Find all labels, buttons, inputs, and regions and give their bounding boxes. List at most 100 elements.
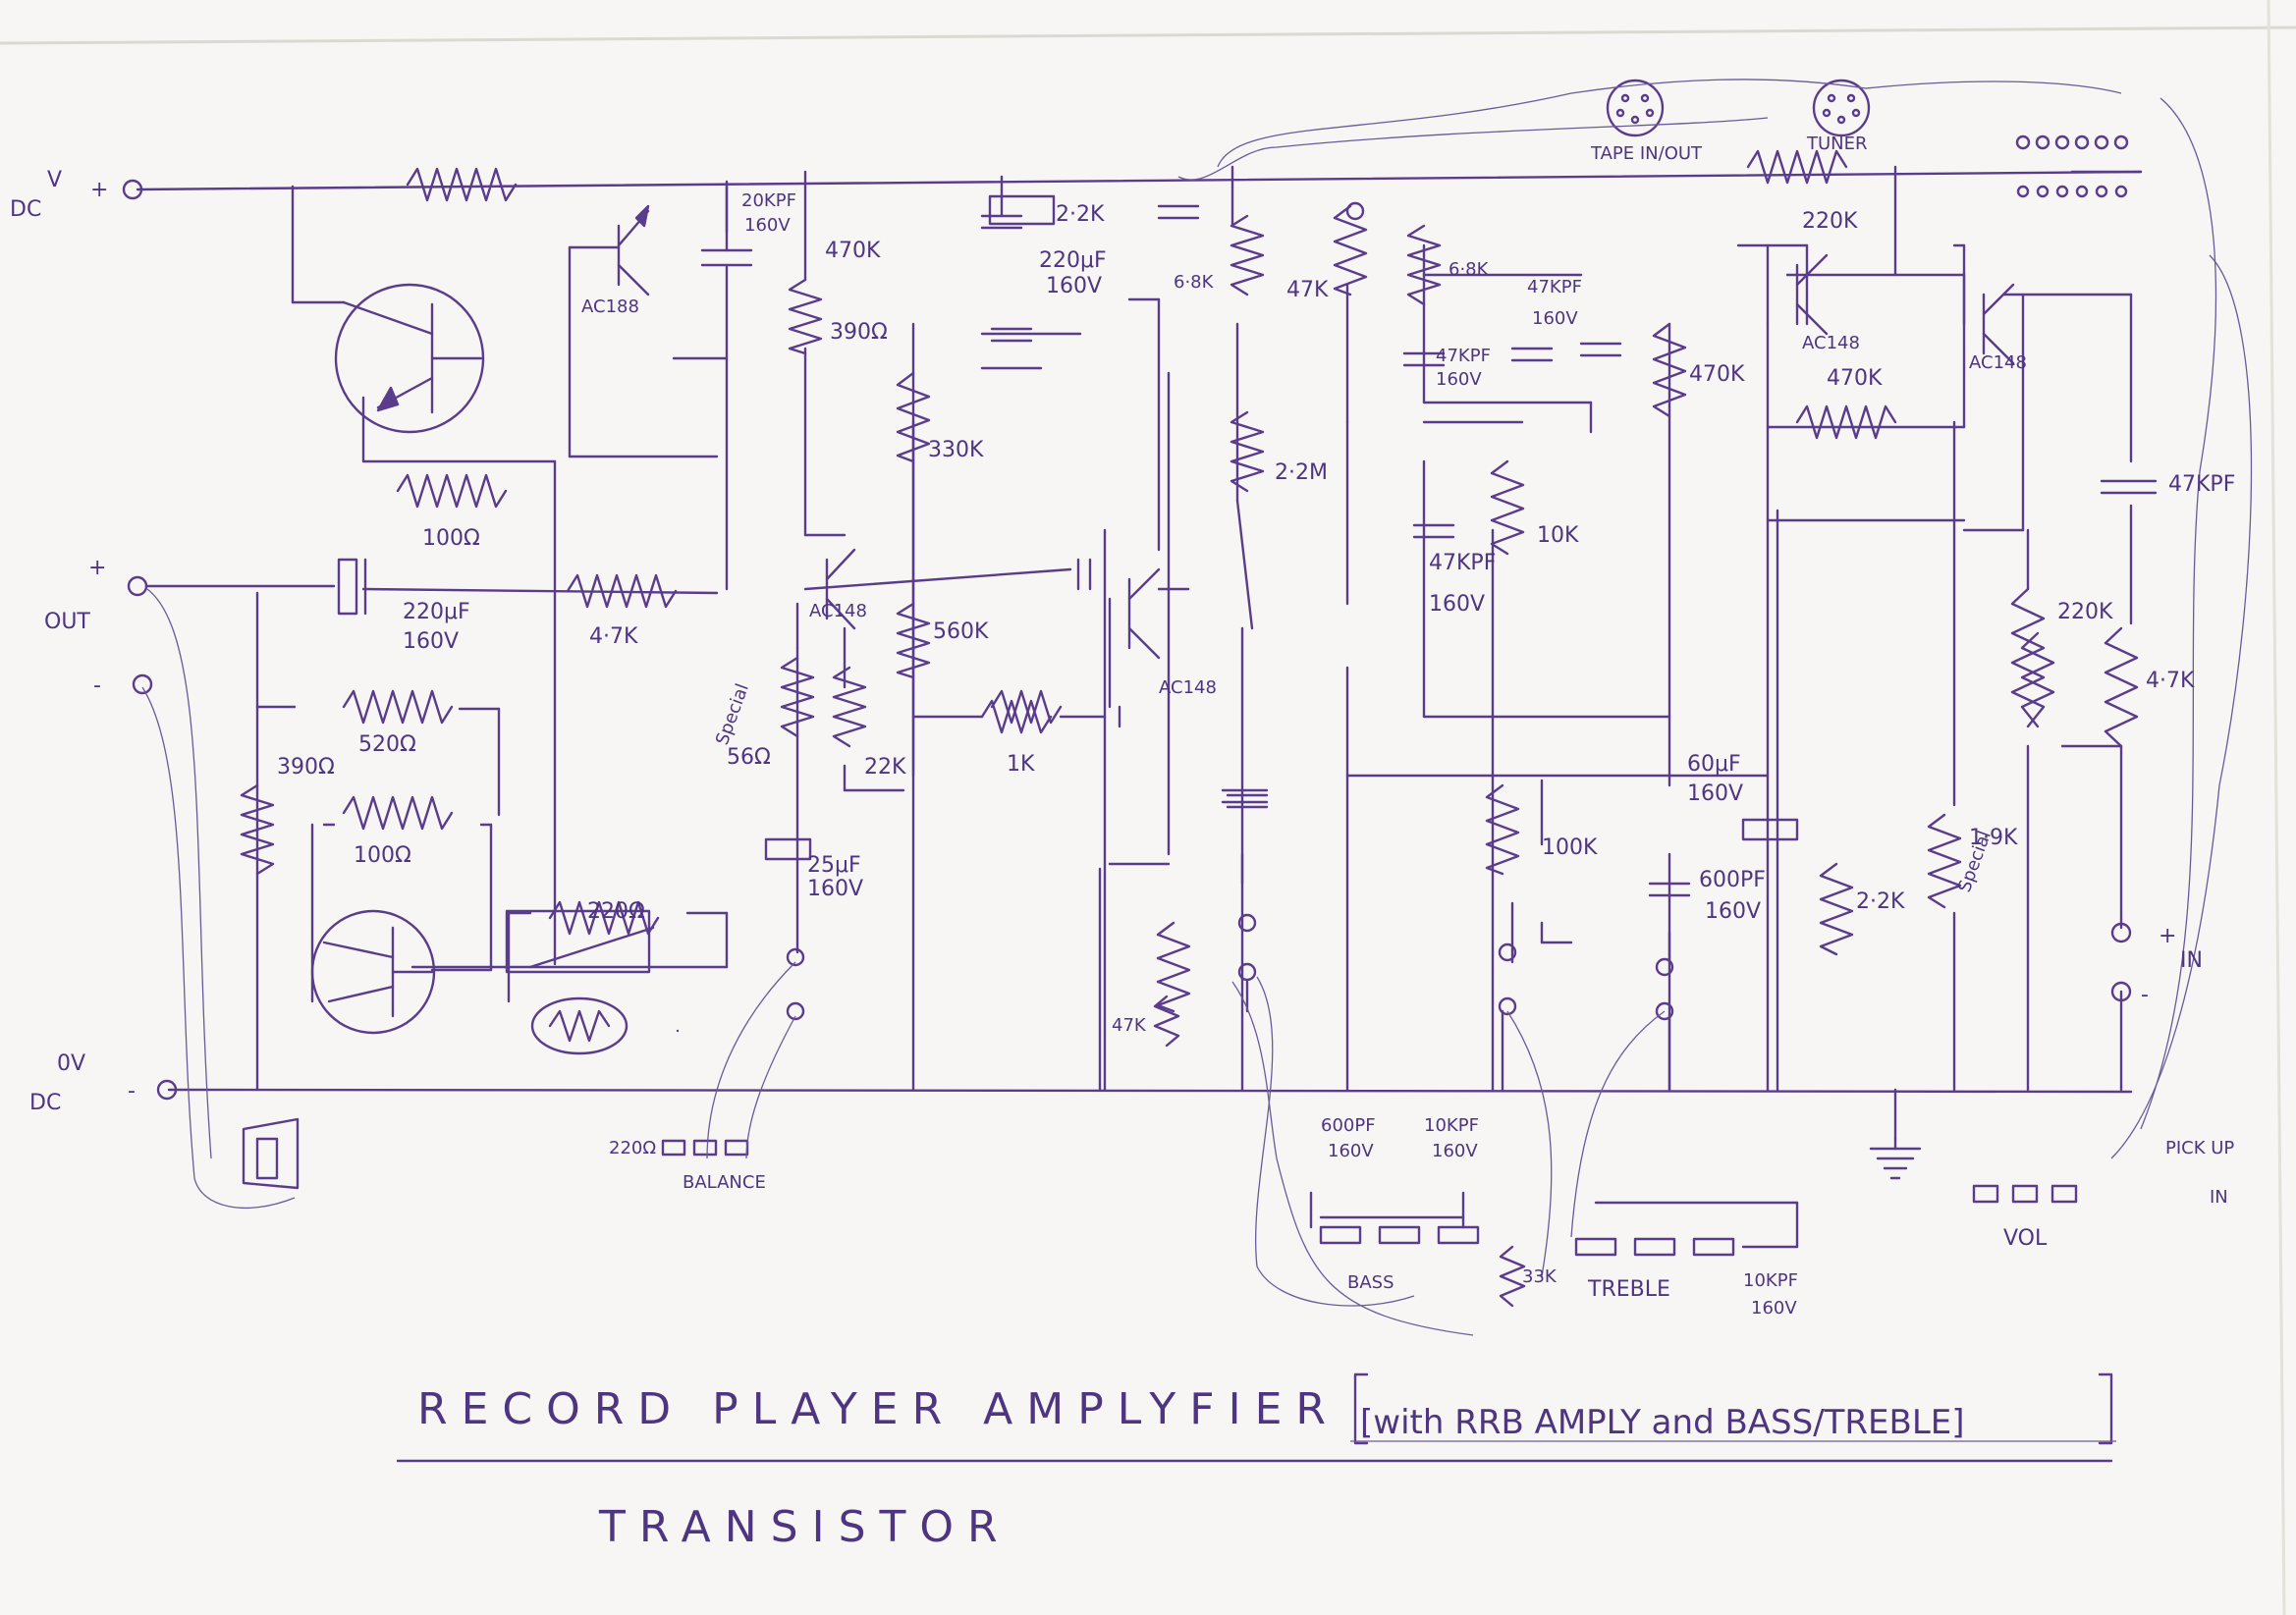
c-220uf-b-v: 160V <box>403 629 459 654</box>
out-plus-terminal <box>127 575 148 597</box>
in-minus-sign: - <box>2141 983 2149 1007</box>
r-47k-b: 47K <box>1112 1015 1147 1036</box>
r-470k-b: 470K <box>1689 362 1745 387</box>
power-transistor-1 <box>334 283 485 434</box>
resistor <box>1485 783 1520 876</box>
paper-edge <box>2267 0 2286 1615</box>
resistor <box>896 371 931 463</box>
ac148-label-1: AC148 <box>809 601 867 621</box>
out-minus-terminal <box>132 673 153 695</box>
balance-pot <box>661 1139 686 1157</box>
electrolytic-capacitor <box>337 558 358 616</box>
resistor <box>342 689 454 725</box>
resistor <box>1156 921 1191 1013</box>
resistor <box>406 167 518 202</box>
r-220k-a: 220K <box>1802 209 1858 234</box>
in-label: IN <box>2180 948 2203 973</box>
transistor-ac148-3 <box>1795 253 1829 336</box>
c-47kpf-a-v: 160V <box>1532 308 1578 329</box>
ac188-label: AC188 <box>581 296 639 317</box>
vol-label: VOL <box>2003 1226 2048 1251</box>
out-plus-sign: + <box>88 556 106 580</box>
c-47kpf-b: 47KPF <box>1436 346 1491 366</box>
r-47k-a: 47K <box>1286 278 1329 302</box>
out-label: OUT <box>44 610 90 634</box>
c-47kpf-b-v: 160V <box>1436 369 1482 390</box>
v-terminal <box>122 179 143 200</box>
treble-label: TREBLE <box>1587 1277 1670 1302</box>
ac148-label-2: AC148 <box>1159 677 1217 698</box>
resistors <box>240 149 2139 1308</box>
r-100: 100Ω <box>422 526 480 551</box>
ac148-label-3: AC148 <box>1802 333 1860 353</box>
transistor-ac148-4 <box>1982 283 2015 365</box>
electrolytic-capacitor <box>988 194 1056 226</box>
resistor <box>1230 214 1265 296</box>
resistor <box>1406 224 1442 306</box>
r-1-9k: 1·9K <box>1969 826 2018 850</box>
tuner-connector <box>1812 79 1871 137</box>
c-20kpf-v: 160V <box>744 215 791 236</box>
transistor-ac188 <box>617 204 650 296</box>
r-220: 220Ω <box>587 899 645 924</box>
balance-r-label: 220Ω <box>609 1138 656 1158</box>
resistor <box>1333 204 1368 296</box>
bass-label: BASS <box>1347 1272 1394 1293</box>
r-2-2k-a: 2·2K <box>1056 202 1105 227</box>
resistor <box>566 573 678 609</box>
power-transistor-2 <box>310 909 436 1035</box>
in-plus-terminal <box>2110 922 2132 943</box>
diagram-title: RECORD PLAYER AMPLYFIER <box>417 1384 1339 1434</box>
r-4-7k-b: 4·7K <box>2146 669 2195 693</box>
zero-v-minus-sign: - <box>128 1079 136 1104</box>
c-600pf-b: 600PF <box>1321 1115 1376 1136</box>
pick-up-label: PICK UP <box>2165 1138 2234 1158</box>
resistor <box>1490 459 1525 556</box>
resistor <box>2010 587 2046 728</box>
c-47kpf-a: 47KPF <box>1527 277 1582 297</box>
c-10kpf-b-v: 160V <box>1751 1298 1797 1319</box>
r-6-8k-b: 6·8K <box>1449 259 1490 280</box>
selector-switch <box>2015 135 2143 198</box>
wires <box>136 165 2143 1141</box>
resistor <box>342 795 454 831</box>
pick-up-in-label: IN <box>2210 1187 2228 1208</box>
c-220uf-a: 220μF <box>1039 248 1107 273</box>
paper-edge <box>0 26 2296 45</box>
zero-v-dc-label: DC <box>29 1091 61 1115</box>
c-220uf-b: 220μF <box>403 600 470 624</box>
diagram-title-bracket: [with RRB AMPLY and BASS/TREBLE] <box>1360 1403 1965 1442</box>
c-600pf-b-v: 160V <box>1328 1141 1374 1161</box>
v-supply-label: V <box>47 168 62 192</box>
resistor <box>780 656 815 738</box>
r-520: 520Ω <box>358 732 416 757</box>
in-plus-sign: + <box>2159 924 2176 948</box>
resistor <box>1746 149 1848 185</box>
r-2-2m: 2·2M <box>1275 460 1328 485</box>
r-470k-a: 470K <box>825 239 881 263</box>
resistor <box>896 602 931 679</box>
resistor <box>1153 995 1180 1048</box>
resistor <box>1927 813 1962 909</box>
c-60uf-v: 160V <box>1687 781 1743 806</box>
r-470k-c: 470K <box>1827 366 1883 391</box>
c-600pf-a-v: 160V <box>1705 899 1761 924</box>
resistor <box>2020 631 2055 728</box>
treble-pot <box>1574 1237 1617 1257</box>
resistor <box>548 900 660 936</box>
tape-connector <box>1606 79 1665 137</box>
c-25uf-v: 160V <box>807 877 863 901</box>
c-20kpf: 20KPF <box>741 190 796 211</box>
resistor <box>1230 410 1265 493</box>
resistor <box>788 278 823 355</box>
r-6-8k-a: 6·8K <box>1174 272 1215 293</box>
r-33k: 33K <box>1522 1266 1558 1287</box>
resistor <box>832 666 867 748</box>
r-220k-b: 220K <box>2057 600 2113 624</box>
electrolytic-capacitor <box>764 837 812 861</box>
speaker-icon <box>242 1117 300 1190</box>
r-330k: 330K <box>928 438 984 462</box>
thermistor <box>530 996 629 1055</box>
c-60uf: 60μF <box>1687 752 1741 777</box>
